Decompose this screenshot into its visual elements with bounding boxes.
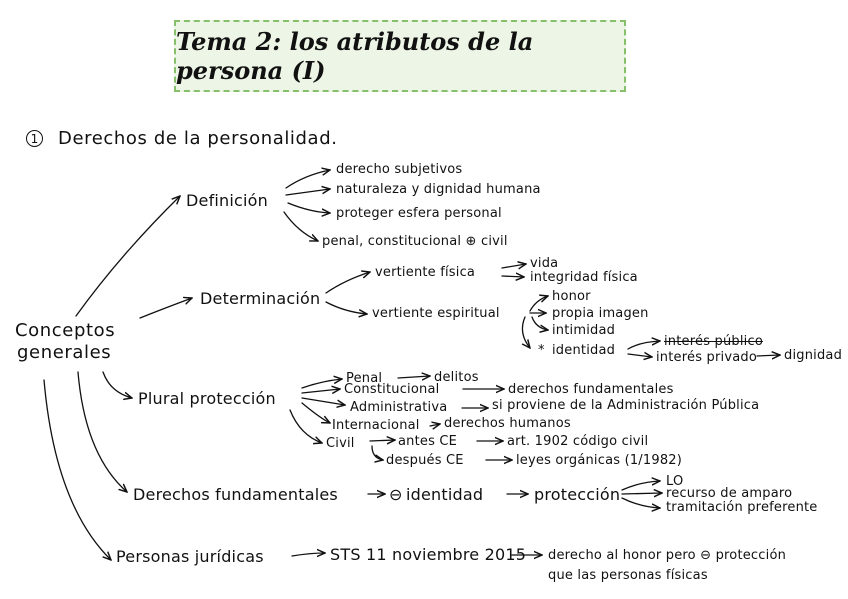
espiritual-item: honor	[552, 289, 591, 304]
proteccion-administrativa: Administrativa	[350, 400, 448, 415]
fisica-item: integridad física	[530, 270, 638, 285]
civil-despues: después CE	[386, 453, 464, 468]
fisica-item: vida	[530, 256, 559, 271]
fundamentales-item: tramitación preferente	[666, 500, 818, 515]
fundamentales-item: recurso de amparo	[666, 486, 793, 501]
definicion-item: naturaleza y dignidad humana	[336, 182, 541, 197]
proteccion-constitucional: Constitucional	[344, 382, 440, 397]
administrativa-target: si proviene de la Administración Pública	[492, 398, 760, 413]
espiritual-item: intimidad	[552, 323, 616, 338]
arrow-to-fundamentales	[77, 371, 127, 492]
definicion-item: derecho subjetivos	[336, 162, 463, 177]
fundamentales-item: LO	[666, 474, 684, 489]
identidad-label: identidad	[552, 343, 616, 358]
title-banner: Tema 2: los atributos de la persona (I)	[174, 20, 626, 92]
arrow-to-determinacion	[139, 298, 192, 319]
civil-antes-target: art. 1902 código civil	[507, 434, 649, 449]
arrow-to-juridicas	[43, 379, 111, 560]
fundamentales-label: Derechos fundamentales	[133, 485, 338, 504]
section-number: 1	[26, 130, 43, 147]
juridicas-sts: STS 11 noviembre 2015	[330, 545, 527, 564]
interes-privado: interés privado	[656, 350, 757, 365]
definicion-label: Definición	[186, 191, 268, 210]
fundamentales-minus: ⊖	[389, 485, 403, 504]
civil-despues-target: leyes orgánicas (1/1982)	[516, 453, 683, 468]
arrow-to-definicion	[75, 196, 180, 317]
definicion-item: penal, constitucional ⊕ civil	[322, 234, 508, 249]
proteccion-penal: Penal	[346, 371, 383, 386]
identidad-marker: *	[538, 343, 545, 358]
definicion-item: proteger esfera personal	[336, 206, 502, 221]
fundamentales-proteccion: protección	[534, 485, 621, 504]
arrow-to-proteccion	[102, 371, 132, 398]
root-concept-line1: Conceptos	[15, 320, 116, 341]
dignidad-result: dignidad	[784, 348, 843, 363]
proteccion-civil: Civil	[326, 436, 355, 451]
fundamentales-identidad: identidad	[406, 485, 484, 504]
civil-antes: antes CE	[398, 434, 458, 449]
penal-target: delitos	[434, 370, 479, 385]
constitucional-target: derechos fundamentales	[508, 382, 674, 397]
vertiente-espiritual: vertiente espiritual	[372, 306, 500, 321]
determinacion-label: Determinación	[200, 289, 321, 308]
juridicas-line1: derecho al honor pero ⊖ protección	[548, 548, 787, 563]
interes-publico-struck: interés público	[664, 334, 763, 349]
root-concept-line2: generales	[17, 342, 112, 363]
internacional-target: derechos humanos	[444, 416, 571, 431]
espiritual-item: propia imagen	[552, 306, 649, 321]
juridicas-line2: que las personas físicas	[548, 568, 708, 583]
vertiente-fisica: vertiente física	[375, 265, 476, 280]
page-title: Tema 2: los atributos de la persona (I)	[176, 27, 534, 85]
proteccion-internacional: Internacional	[332, 418, 420, 433]
section-heading: Derechos de la personalidad.	[58, 128, 338, 149]
juridicas-label: Personas jurídicas	[116, 547, 264, 566]
proteccion-label: Plural protección	[138, 389, 276, 408]
